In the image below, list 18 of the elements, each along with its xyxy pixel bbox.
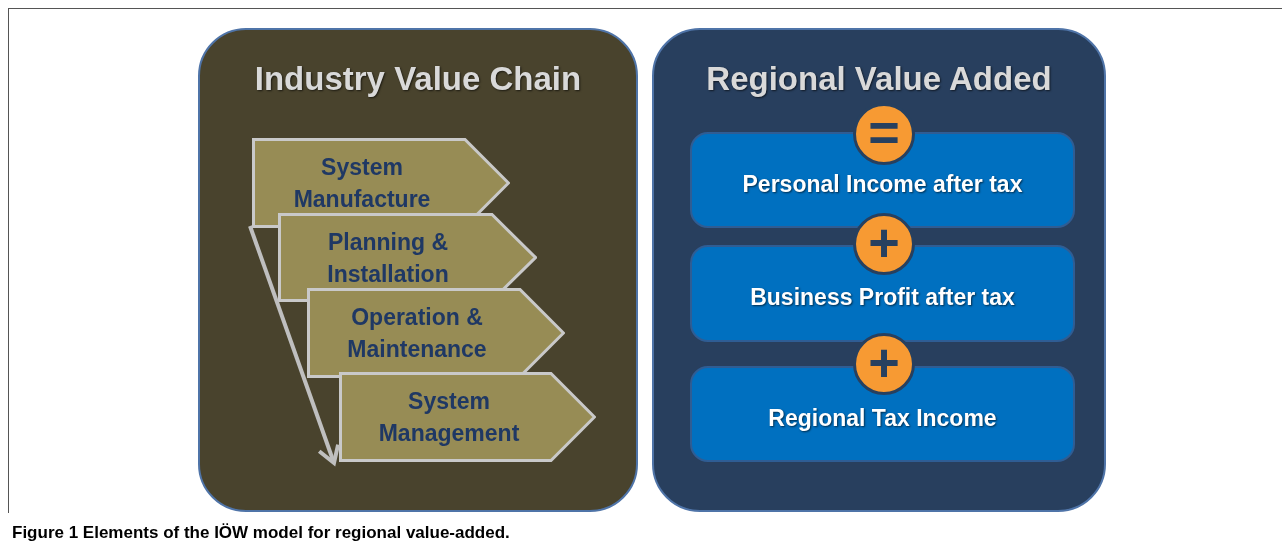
step-label: System Manufacture	[292, 153, 432, 214]
component-label: Personal Income after tax	[742, 169, 1023, 199]
step-label: Planning & Installation	[326, 227, 450, 289]
operator-symbol: =	[868, 105, 900, 159]
step-label: System Management	[377, 387, 521, 448]
panel	[652, 28, 1106, 512]
operator-symbol: +	[868, 215, 900, 269]
panel	[198, 28, 638, 512]
chevron-shape	[307, 288, 565, 378]
panel-heading: Regional Value Added	[705, 62, 1053, 95]
step-label: Operation & Maintenance	[346, 303, 488, 364]
panel-heading: Industry Value Chain	[253, 62, 583, 95]
component-label: Business Profit after tax	[750, 283, 1015, 313]
component-label: Regional Tax Income	[768, 403, 997, 433]
figure-caption: Figure 1 Elements of the IÖW model for regional value-added.	[12, 522, 510, 544]
chevron-shape	[339, 372, 596, 462]
arrow	[248, 225, 341, 465]
operator-symbol: +	[868, 335, 900, 389]
